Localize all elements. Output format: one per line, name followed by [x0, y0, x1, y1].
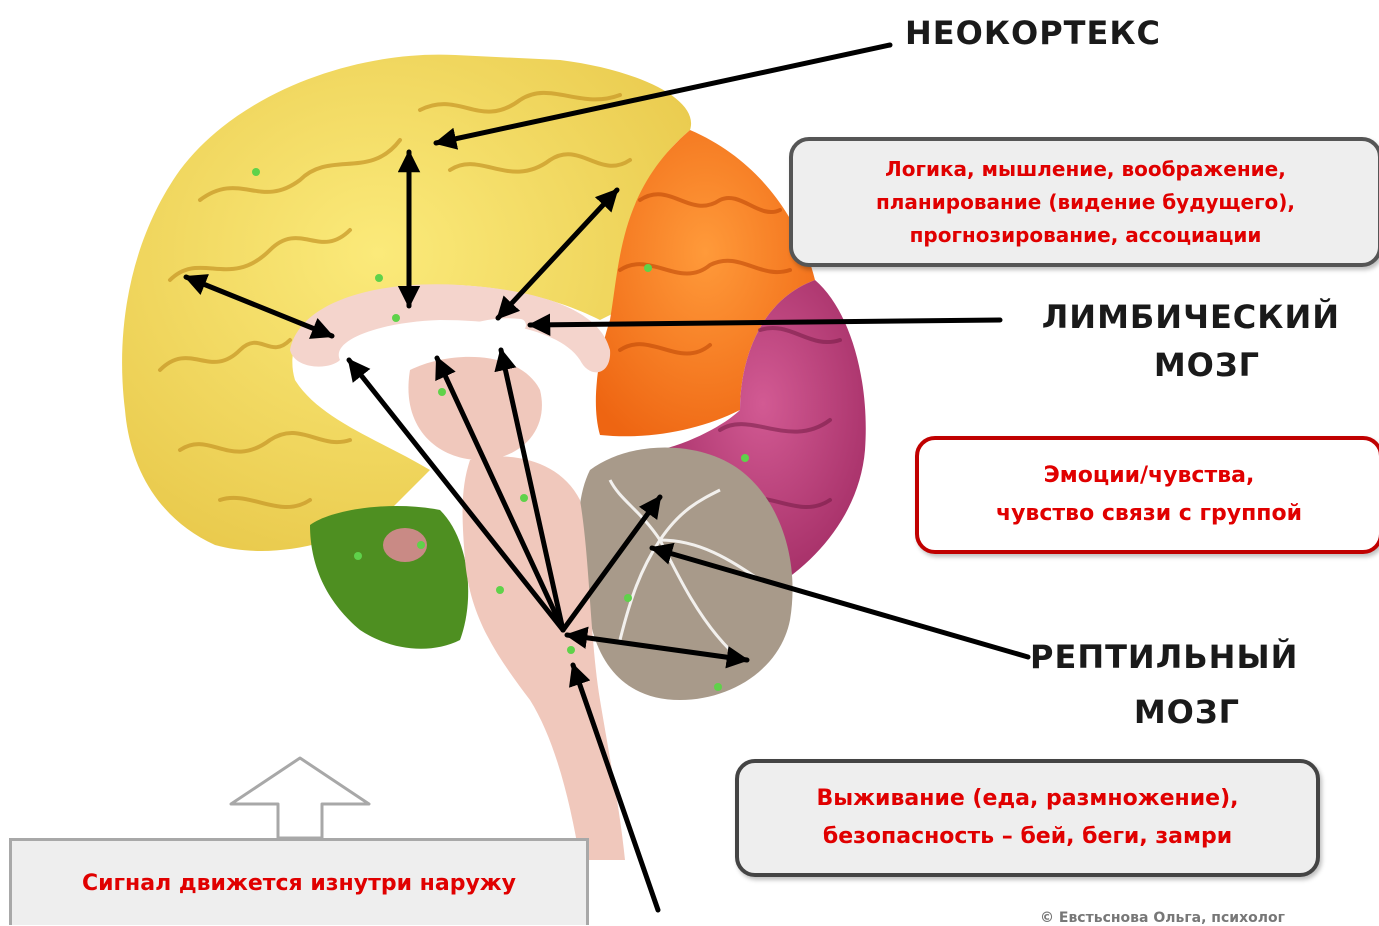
limbic-description-line: чувство связи с группой	[996, 495, 1302, 533]
hollow-up-arrow	[231, 758, 369, 838]
limbic-label-line1: ЛИМБИЧЕСКИЙ	[1040, 293, 1340, 341]
limbic-description-box: Эмоции/чувства, чувство связи с группой	[915, 436, 1379, 554]
reptilian-label-line1: РЕПТИЛЬНЫЙ	[1030, 630, 1295, 685]
temporal-lobe	[310, 506, 468, 649]
reptilian-description-box: Выживание (еда, размножение), безопаснос…	[735, 759, 1320, 877]
reptilian-label: РЕПТИЛЬНЫЙ МОЗГ	[1030, 630, 1295, 740]
reptilian-description-line: Выживание (еда, размножение),	[817, 780, 1239, 818]
reptilian-description-line: безопасность – бей, беги, замри	[823, 818, 1232, 856]
limbic-label-line2: МОЗГ	[1040, 341, 1340, 389]
neocortex-description-box: Логика, мышление, воображение, планирова…	[789, 137, 1379, 267]
limbic-label: ЛИМБИЧЕСКИЙ МОЗГ	[1040, 293, 1340, 389]
neocortex-description-line: прогнозирование, ассоциации	[910, 219, 1262, 252]
limbic-description-line: Эмоции/чувства,	[1044, 457, 1255, 495]
reptilian-label-line2: МОЗГ	[1030, 685, 1295, 740]
signal-direction-text: Сигнал движется изнутри наружу	[82, 871, 516, 896]
signal-direction-box: Сигнал движется изнутри наружу	[9, 838, 589, 925]
neocortex-label: НЕОКОРТЕКС	[905, 14, 1161, 52]
arrow-limbic-label	[530, 320, 1000, 325]
neocortex-description-line: планирование (видение будущего),	[876, 186, 1295, 219]
copyright-text: © Евстьснова Ольга, психолог	[1040, 910, 1285, 926]
neocortex-description-line: Логика, мышление, воображение,	[885, 153, 1286, 186]
